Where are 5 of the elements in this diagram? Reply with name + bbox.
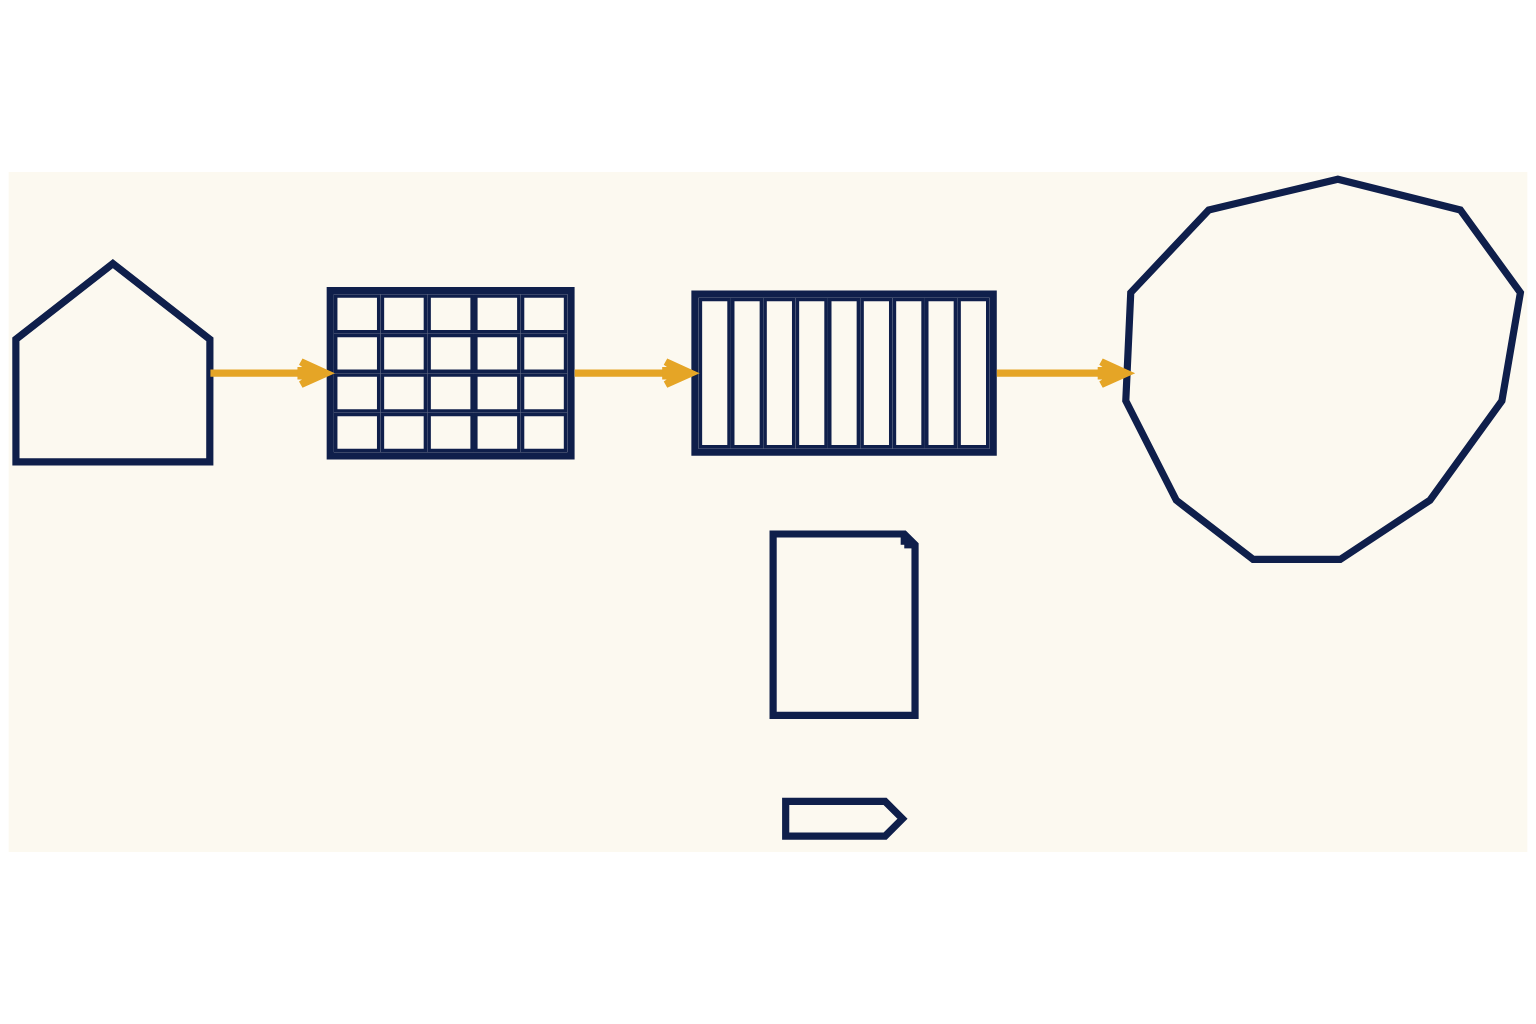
node-picture: [782, 797, 908, 840]
node-picture: [691, 290, 997, 456]
node-picture: [326, 286, 575, 460]
node-picture: [12, 259, 214, 466]
node-picture: [1122, 175, 1525, 563]
